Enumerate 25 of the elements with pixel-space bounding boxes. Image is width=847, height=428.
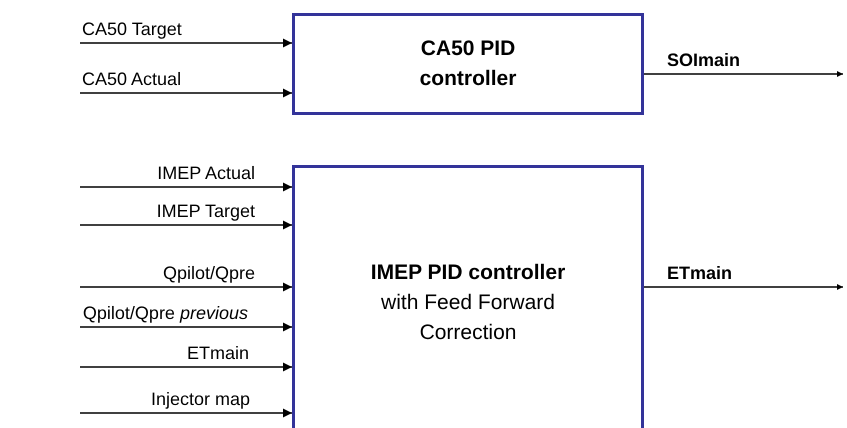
box-text: with Feed Forward Correction	[380, 290, 556, 346]
signal-arrow	[80, 282, 292, 292]
box-title: CA50 PID controller	[418, 36, 518, 92]
signal-arrow	[80, 38, 292, 48]
controller-box	[292, 165, 644, 428]
signal-label: SOImain	[667, 50, 740, 70]
signal-arrow	[644, 71, 843, 77]
signal-arrow	[80, 220, 292, 230]
signal-label: Injector map	[150, 389, 250, 409]
signal-label: IMEP Target	[156, 201, 255, 221]
signal-arrow	[80, 322, 292, 332]
signal-arrow	[80, 182, 292, 192]
signal-arrow	[644, 284, 843, 290]
signal-label: IMEP Actual	[157, 163, 255, 183]
signal-arrow	[80, 362, 292, 372]
signal-label: ETmain	[667, 263, 732, 283]
signal-arrow	[80, 408, 292, 418]
signal-label: Qpilot/Qpre	[162, 263, 255, 283]
signal-label: Qpilot/Qpre previous	[82, 303, 248, 323]
signal-label: CA50 Target	[82, 19, 182, 39]
signal-arrow	[80, 88, 292, 98]
signal-label: ETmain	[186, 343, 249, 363]
signal-label: CA50 Actual	[82, 69, 182, 89]
box-title: IMEP PID controller	[370, 260, 566, 286]
controller-box	[292, 13, 644, 115]
